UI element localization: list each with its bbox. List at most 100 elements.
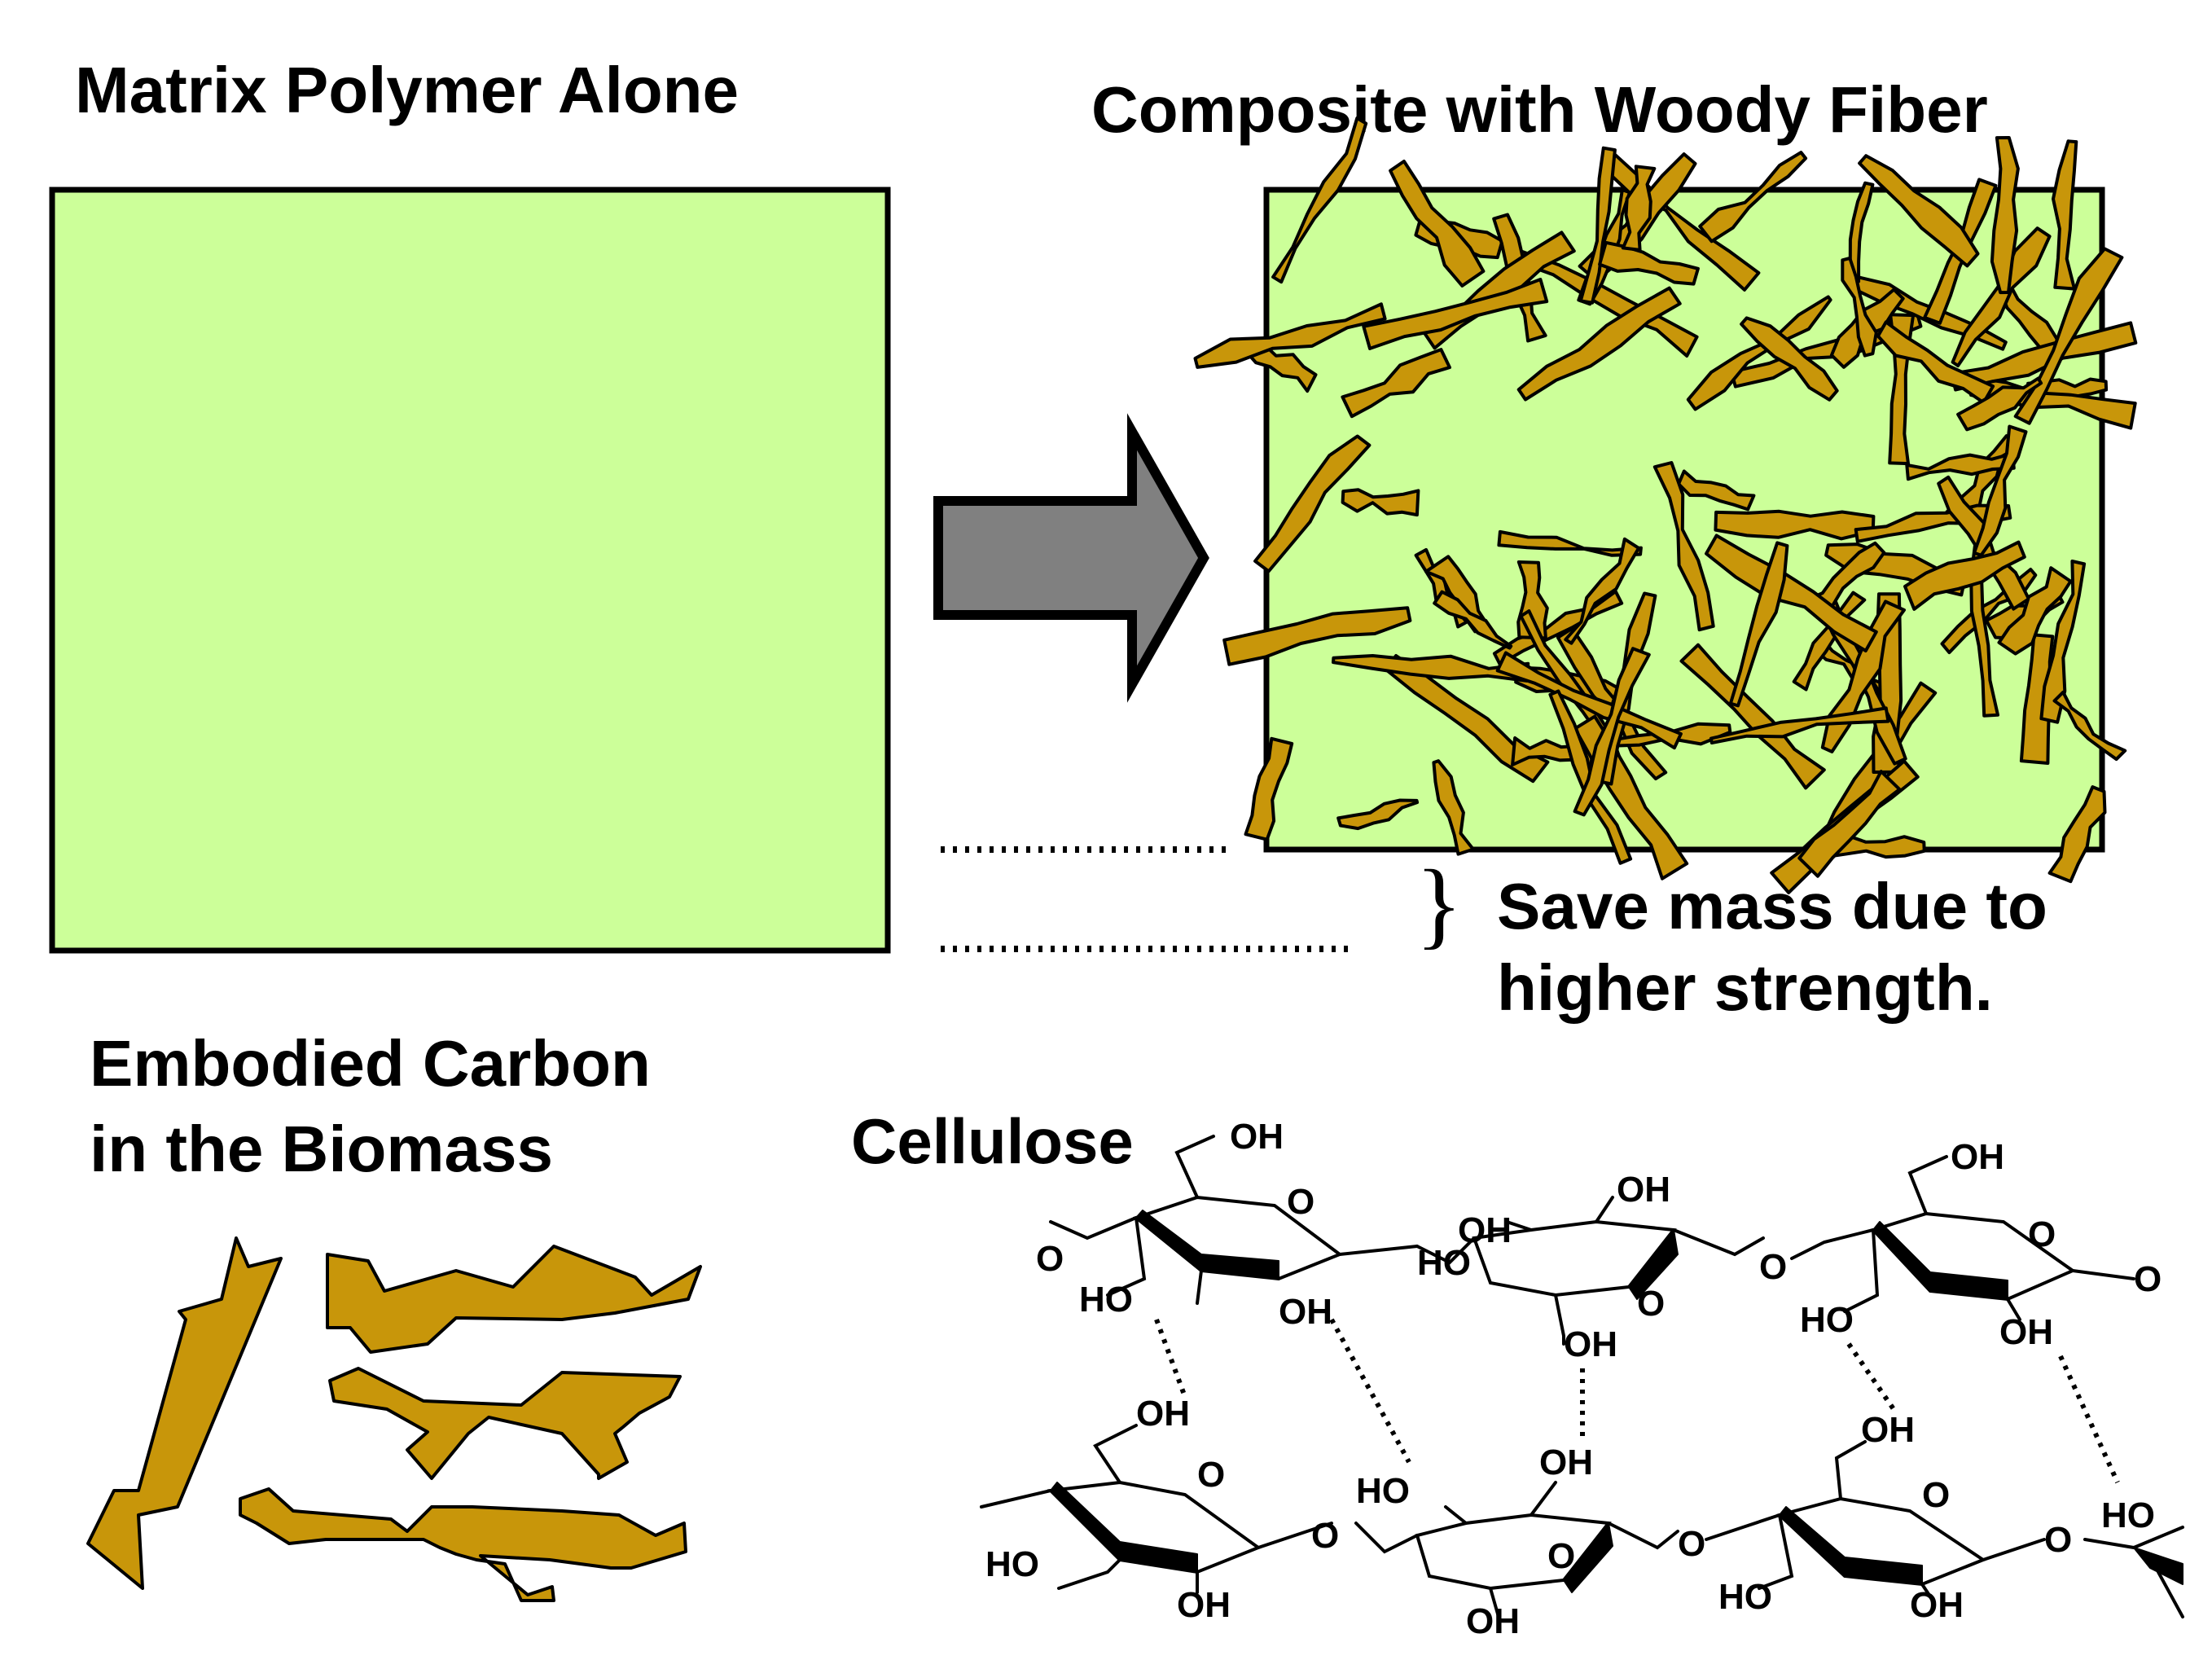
bond (1705, 1513, 1781, 1541)
hydrogen-bond (1846, 1342, 1896, 1411)
woody-fiber (1903, 540, 2026, 611)
woody-fiber (1956, 376, 2043, 432)
atom-label: OH (1279, 1292, 1332, 1332)
ring-wedge (1628, 1229, 1679, 1300)
atom-label: O (2044, 1520, 2072, 1560)
atom-label: OH (1177, 1585, 1231, 1625)
atom-label: HO (1417, 1243, 1471, 1283)
bond (1982, 1538, 2046, 1561)
composite-block (1193, 116, 2138, 894)
bond (1049, 1216, 1138, 1241)
woody-fiber (1336, 798, 1420, 831)
composite-title: Composite with Woody Fiber (1091, 73, 1988, 146)
woody-fiber (2052, 690, 2127, 762)
bond (1758, 1513, 1794, 1590)
atom-label: OH (1466, 1601, 1520, 1641)
atom-label: OH (1861, 1410, 1915, 1450)
atom-label: OH (1617, 1170, 1670, 1210)
woody-fiber (1244, 736, 1294, 841)
atom-label: O (2028, 1214, 2056, 1254)
save-mass-line1: Save mass due to (1497, 870, 2047, 942)
cellulose-structure: OH O O HO OH HO OH OH O OH O O HO OH O O… (980, 1117, 2184, 1641)
atom-label: OH (1458, 1210, 1512, 1250)
bond (1415, 1236, 1476, 1265)
matrix-polymer-block (49, 187, 891, 954)
woody-fiber (2047, 785, 2107, 884)
bond (1790, 1228, 1875, 1260)
atom-label: OH (1910, 1585, 1964, 1625)
bond (1554, 1293, 1565, 1346)
bond (1257, 1522, 1333, 1549)
woody-fiber (2052, 139, 2078, 291)
atom-label: O (1311, 1516, 1339, 1556)
mass-saving-brace: } (1415, 850, 1463, 958)
save-mass-line2: higher strength. (1497, 951, 1993, 1024)
ring-wedge (1563, 1522, 1613, 1593)
bond (1920, 1583, 1932, 1598)
embodied-carbon-line2: in the Biomass (90, 1113, 553, 1185)
atom-label: O (1197, 1455, 1225, 1495)
woody-fiber (1389, 160, 1486, 288)
atom-label: OH (1136, 1394, 1190, 1434)
woody-fiber (1728, 541, 1789, 708)
atom-label: O (1036, 1239, 1064, 1279)
bond (1489, 1587, 1500, 1618)
woody-fiber (1876, 320, 1995, 405)
matrix-polymer-title: Matrix Polymer Alone (75, 54, 739, 126)
bond (1174, 1135, 1215, 1199)
woody-fiber (1341, 488, 1420, 517)
woody-fiber (1709, 706, 1890, 744)
bond (2006, 1298, 2021, 1321)
woody-fiber (1516, 286, 1682, 402)
embodied-carbon-line1: Embodied Carbon (90, 1027, 651, 1100)
woody-fiber (1740, 316, 1839, 402)
woody-fiber (1433, 590, 1513, 650)
bond (1595, 1196, 1614, 1223)
bond (980, 1489, 1052, 1508)
woody-fiber (1698, 151, 1808, 244)
atom-label: O (1547, 1536, 1575, 1576)
woody-fiber (1714, 509, 1876, 541)
biomass-fiber-middle (328, 1367, 682, 1480)
biomass-fiber-top (326, 1245, 702, 1354)
atom-label: HO (985, 1544, 1039, 1584)
woody-fiber (1495, 651, 1683, 750)
woody-fiber (1497, 529, 1643, 557)
woody-fiber (1841, 257, 1878, 358)
atom-label: HO (2101, 1495, 2155, 1535)
woody-fiber (1950, 321, 2138, 392)
ring-wedge (1135, 1210, 1279, 1280)
atom-label: HO (1079, 1280, 1133, 1320)
bond (1057, 1558, 1121, 1590)
woody-fiber (1578, 146, 1617, 305)
atom-label: O (1637, 1284, 1665, 1324)
atom-label: HO (1356, 1471, 1410, 1511)
woody-fiber (1573, 647, 1651, 817)
atom-label: O (1922, 1475, 1950, 1515)
ring-wedge (1779, 1506, 1923, 1585)
atom-label: O (1678, 1524, 1705, 1564)
bond (1907, 1155, 1948, 1215)
bond (1672, 1228, 1765, 1257)
biomass-fiber-bottom (239, 1487, 687, 1602)
atom-label: OH (1951, 1137, 2004, 1177)
woody-fiber (1362, 278, 1549, 350)
ring-wedge (2133, 1547, 2183, 1585)
woody-fiber (1193, 302, 1387, 369)
woody-fiber (1858, 154, 1980, 268)
atom-label: OH (1564, 1324, 1617, 1364)
woody-fiber (1332, 654, 1530, 683)
atom-label: HO (1800, 1300, 1854, 1340)
bond (1607, 1522, 1679, 1550)
atom-label: O (1759, 1247, 1787, 1287)
transform-arrow (933, 413, 1209, 703)
cellulose-title: Cellulose (851, 1105, 1134, 1177)
ring-wedge (1872, 1221, 2008, 1300)
bond (1843, 1228, 1880, 1313)
bond (1530, 1481, 1557, 1517)
bond (2157, 1570, 2184, 1618)
atom-label: OH (1230, 1117, 1284, 1157)
woody-fiber (1686, 295, 1832, 411)
bond (1196, 1269, 1203, 1305)
